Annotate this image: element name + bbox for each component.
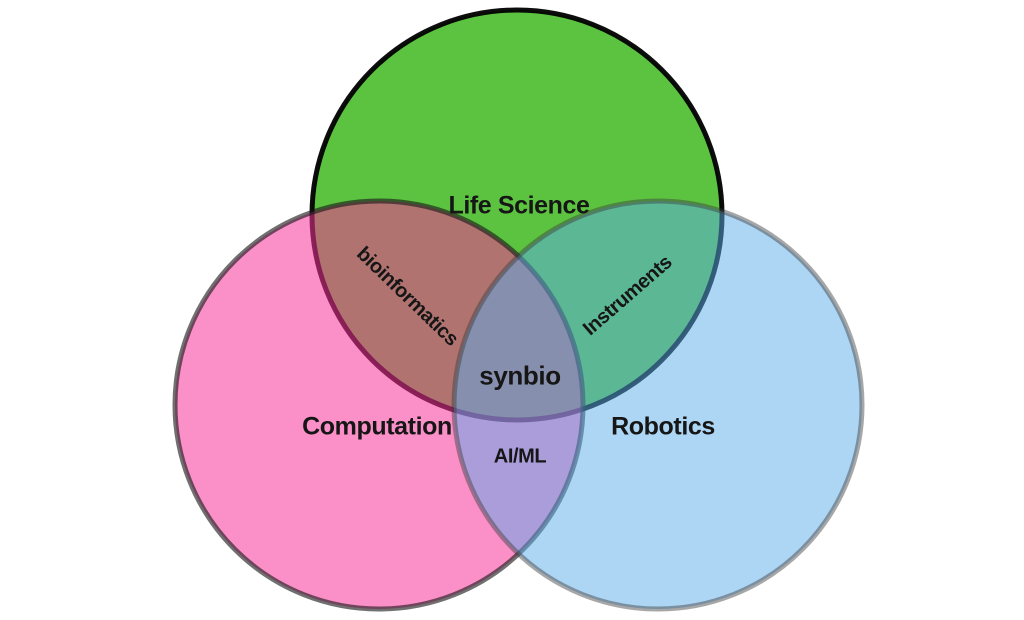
- synbio-center-label: synbio: [479, 360, 561, 391]
- life-science-label: Life Science: [448, 191, 590, 220]
- robotics-label: Robotics: [611, 412, 715, 441]
- ai-ml-overlap-label: AI/ML: [493, 445, 547, 468]
- robotics-circle: [451, 198, 865, 612]
- computation-label: Computation: [302, 412, 452, 441]
